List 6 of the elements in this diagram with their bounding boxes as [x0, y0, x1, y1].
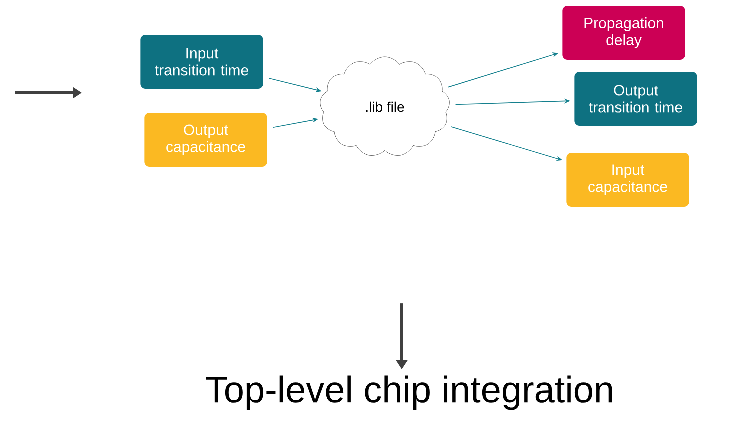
- process-box: Output transition time: [574, 72, 698, 126]
- process-box: Input capacitance: [566, 153, 690, 207]
- process-box: Output capacitance: [144, 113, 268, 167]
- process-box: Input transition time: [140, 35, 264, 89]
- process-box: Propagation delay: [562, 6, 686, 60]
- title-text: Top-level chip integration: [206, 376, 612, 410]
